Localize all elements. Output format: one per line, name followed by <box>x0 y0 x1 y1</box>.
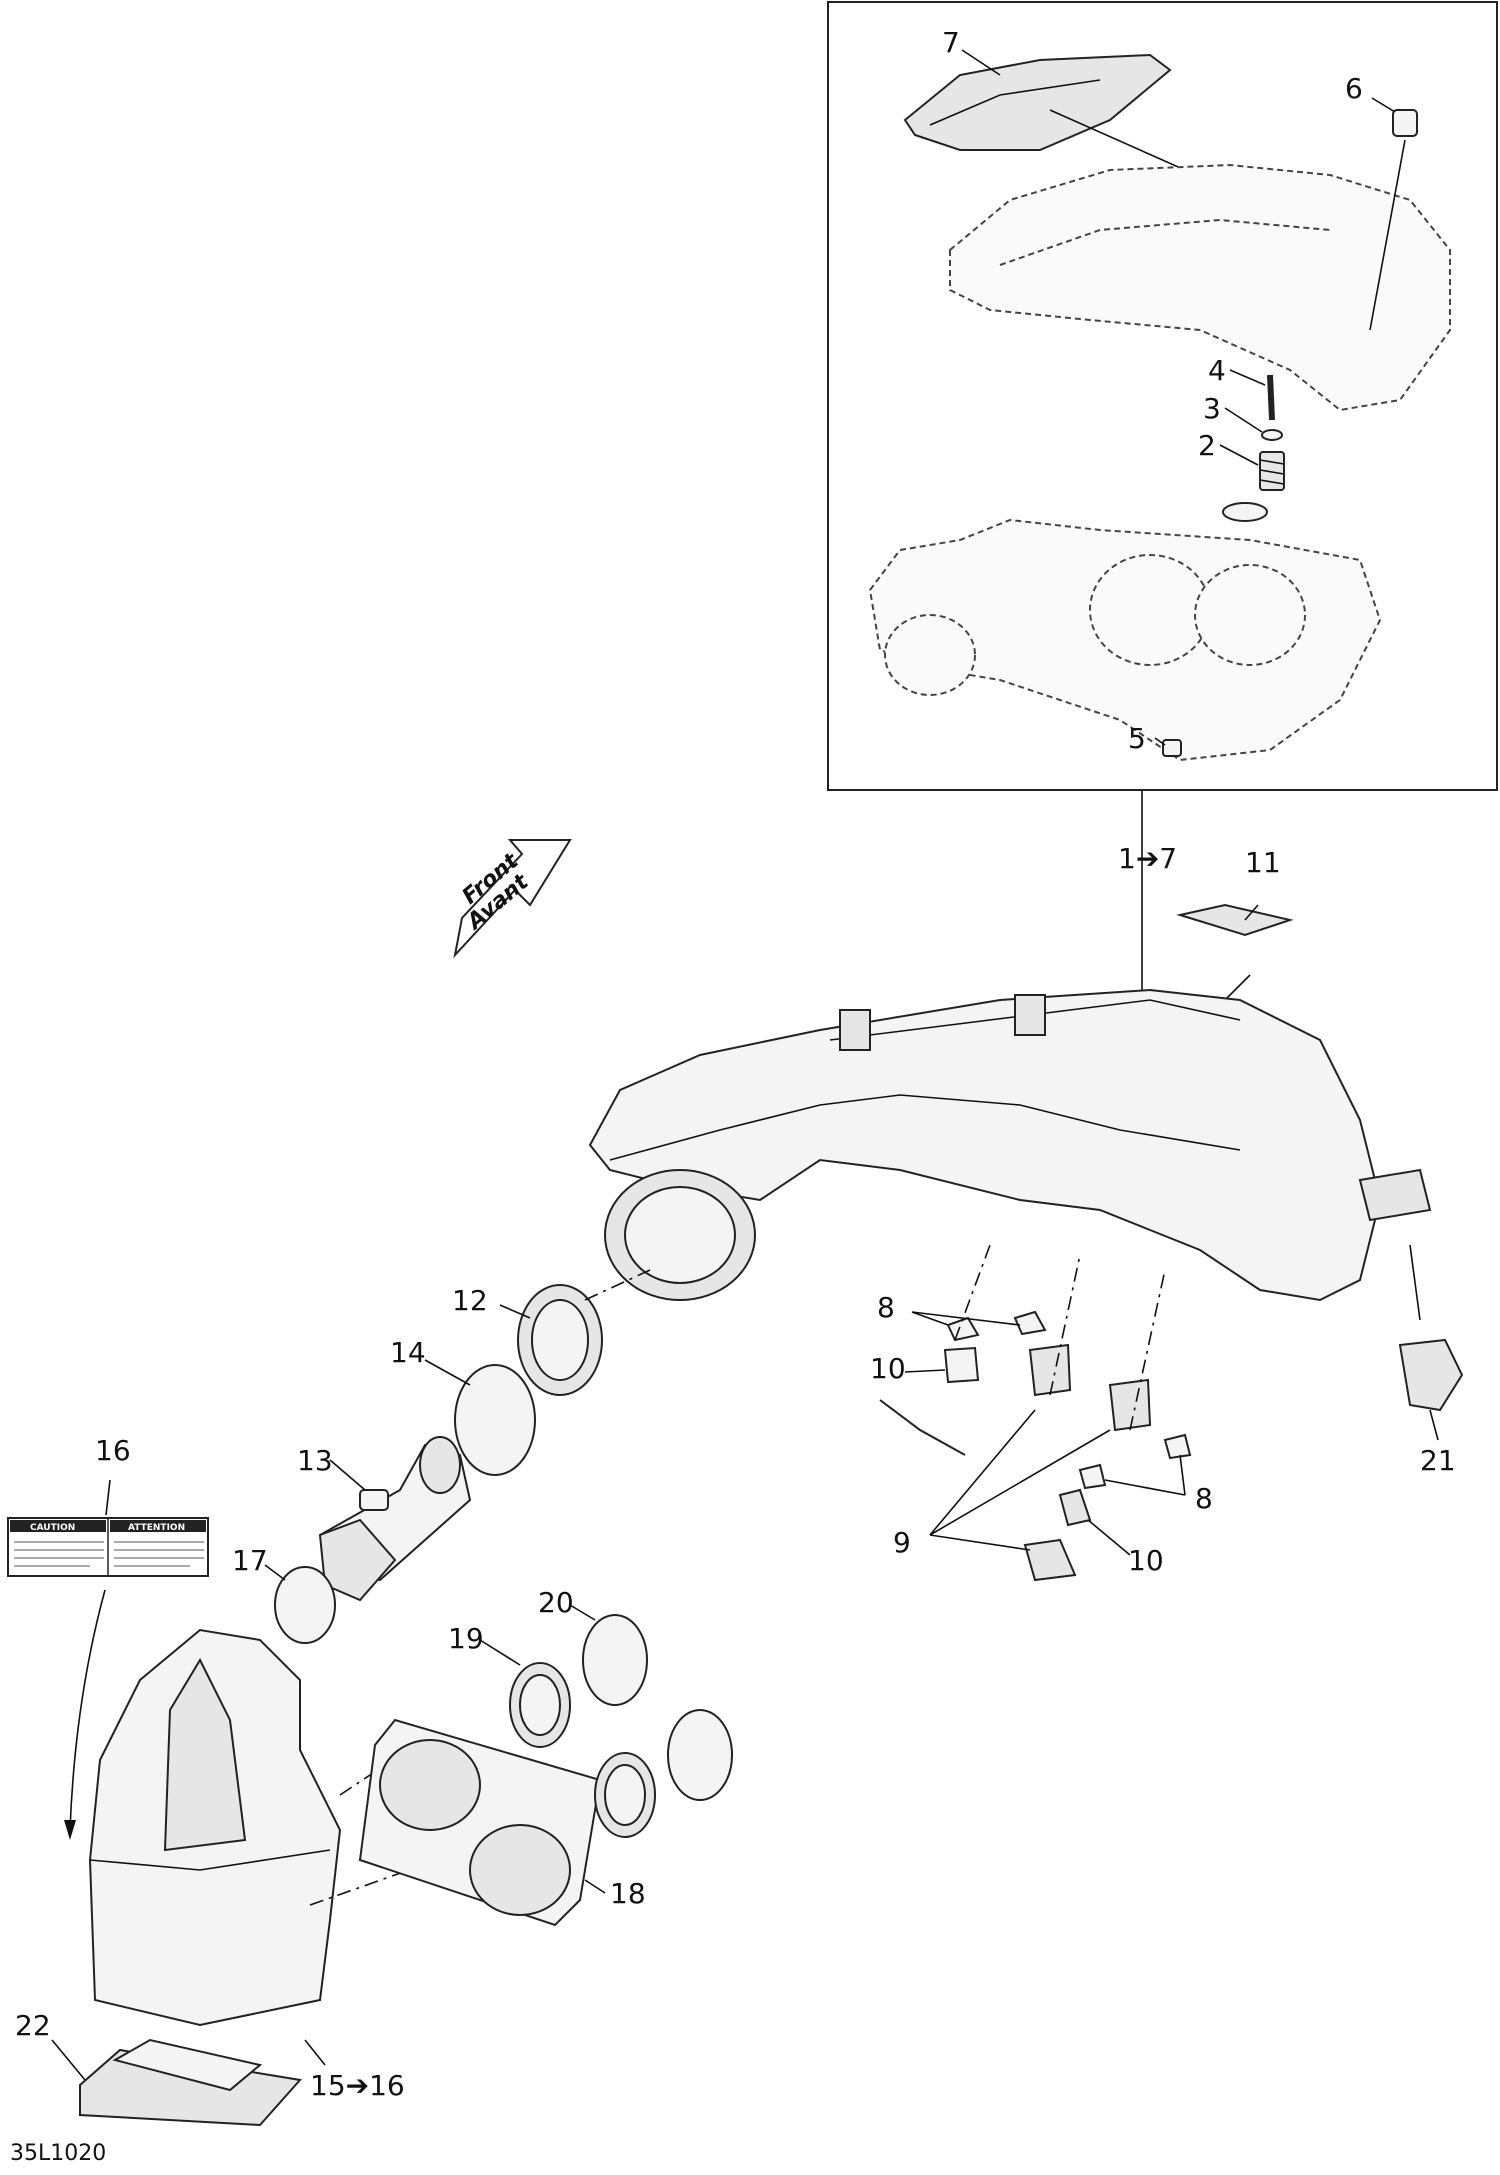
callout-20: 20 <box>538 1586 574 1619</box>
part-21-seal <box>1398 1244 1464 1441</box>
part-2-spring <box>1222 451 1285 522</box>
callout-2: 2 <box>1198 429 1216 462</box>
part-22-pad <box>51 2038 302 2127</box>
callout-22: 22 <box>15 2009 51 2042</box>
callout-16: 16 <box>95 1434 131 1467</box>
callout-10-a: 10 <box>870 1352 906 1385</box>
callout-5: 5 <box>1128 722 1146 755</box>
part-9-retainer <box>1023 1343 1152 1582</box>
main-airbox-housing <box>588 988 1432 1302</box>
callout-3: 3 <box>1203 392 1221 425</box>
part-12-adapter-ring <box>499 1269 651 1396</box>
part-7-cover <box>903 53 1186 171</box>
part-8-clip-a <box>946 1310 1047 1342</box>
callout-4: 4 <box>1208 354 1226 387</box>
caution-header: CAUTION <box>30 1523 75 1533</box>
part-18-adapter-frame <box>358 1718 606 1927</box>
callout-6: 6 <box>1345 72 1363 105</box>
inset-frame <box>827 1 1498 791</box>
callout-19: 19 <box>448 1622 484 1655</box>
part-4-screw <box>1267 374 1275 421</box>
front-direction-arrow: Front Avant <box>453 839 572 959</box>
callout-8-a: 8 <box>877 1291 895 1324</box>
diagram-id: 35L1020 <box>10 2141 106 2166</box>
part-11-decal <box>1176 903 1294 1001</box>
callout-14: 14 <box>390 1336 426 1369</box>
part-20-clamp <box>569 1604 733 1801</box>
part-17-o-ring <box>264 1564 336 1644</box>
part-8-clip-b <box>1078 1433 1192 1490</box>
callout-8-b: 8 <box>1195 1482 1213 1515</box>
inset-upper-housing <box>949 163 1451 412</box>
callout-7: 7 <box>942 26 960 59</box>
part-3-washer <box>1261 429 1283 441</box>
callout-10-b: 10 <box>1128 1544 1164 1577</box>
part-19-sleeve <box>479 1639 656 1838</box>
callout-21: 21 <box>1420 1444 1456 1477</box>
callout-12: 12 <box>452 1284 488 1317</box>
part-10-spring-clip <box>879 1346 1092 1527</box>
callout-17: 17 <box>232 1544 268 1577</box>
part-16-warning-label: CAUTION ATTENTION <box>7 1479 209 1840</box>
callout-18: 18 <box>610 1877 646 1910</box>
callout-9: 9 <box>893 1526 911 1559</box>
attention-header: ATTENTION <box>128 1523 185 1533</box>
part-5-nut <box>1162 739 1182 757</box>
part-13-intake-duct <box>318 1436 472 1602</box>
part-14-clamp <box>424 1359 536 1476</box>
callout-11: 11 <box>1245 846 1281 879</box>
part-6-grommet <box>1369 109 1418 331</box>
part-15-airbox-bottom <box>88 1628 481 2066</box>
callout-13: 13 <box>297 1444 333 1477</box>
inset-lower-housing <box>868 518 1382 762</box>
callout-1-7: 1➔7 <box>1118 842 1177 875</box>
callout-15-16: 15➔16 <box>310 2069 405 2102</box>
